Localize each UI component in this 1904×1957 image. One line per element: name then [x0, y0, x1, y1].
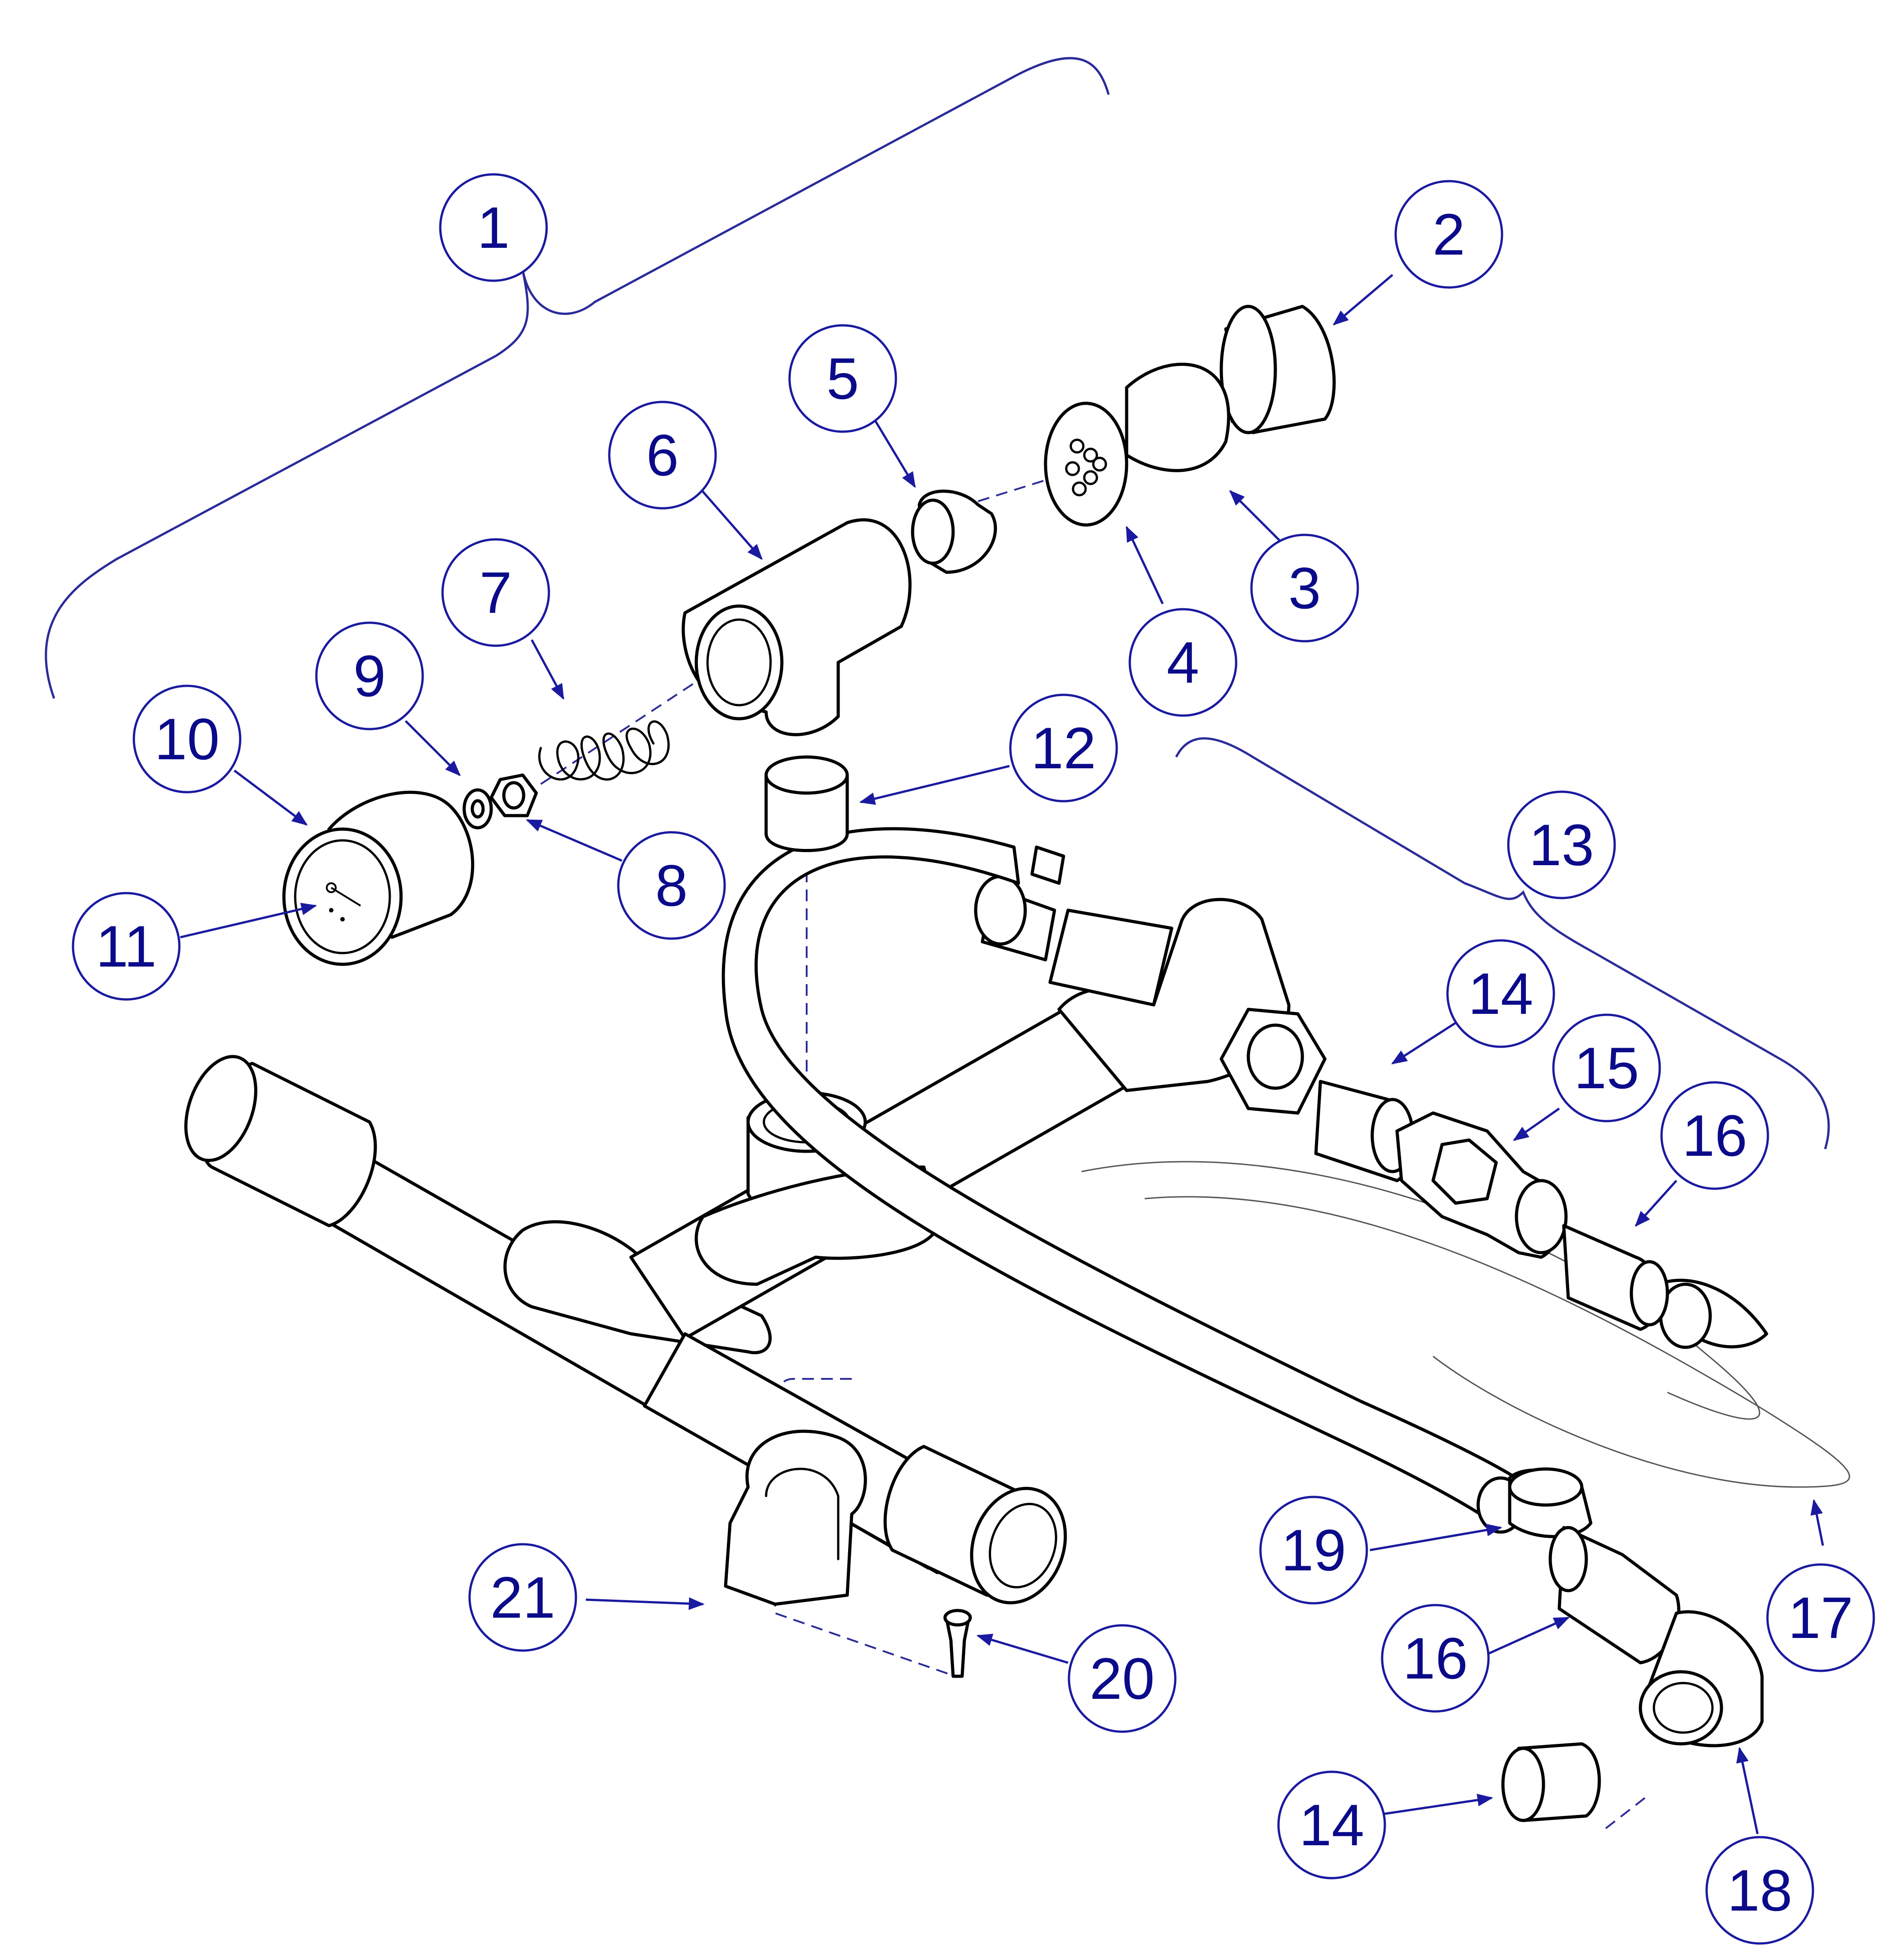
- coil-spring: [538, 720, 670, 781]
- callout-10: 10: [132, 684, 242, 794]
- svg-text:4: 4: [1167, 630, 1199, 695]
- callouts: 1 2 3 4 5 6 7 8 9 10 11 12 13 14 15 16 1…: [72, 173, 1875, 1945]
- assembly-bracket-1: [45, 57, 1110, 699]
- svg-text:12: 12: [1031, 715, 1096, 781]
- svg-text:16: 16: [1682, 1103, 1748, 1168]
- callout-16-lower: 16: [1381, 1604, 1490, 1713]
- svg-text:1: 1: [477, 195, 510, 260]
- callout-20: 20: [1068, 1624, 1177, 1733]
- pipe-clip-group: [724, 1429, 972, 1678]
- pipe-clip: [724, 1429, 867, 1606]
- lower-fitting-group: [1501, 1467, 1764, 1822]
- svg-text:15: 15: [1574, 1035, 1639, 1101]
- right-fitting-group: [1314, 1080, 1669, 1331]
- callout-5: 5: [788, 324, 897, 433]
- svg-text:18: 18: [1727, 1857, 1793, 1923]
- svg-text:9: 9: [353, 643, 386, 709]
- callout-3: 3: [1250, 534, 1359, 643]
- svg-text:5: 5: [826, 346, 859, 411]
- callout-7: 7: [441, 538, 550, 647]
- assembly-bracket-13: [1175, 737, 1830, 1150]
- leader-lines: [180, 274, 1824, 1834]
- callout-12: 12: [1009, 693, 1118, 803]
- svg-text:10: 10: [155, 706, 220, 772]
- svg-text:11: 11: [96, 913, 157, 979]
- svg-text:6: 6: [646, 422, 679, 488]
- svg-text:7: 7: [479, 560, 512, 625]
- svg-text:17: 17: [1788, 1585, 1854, 1651]
- callout-15: 15: [1552, 1013, 1661, 1122]
- pressure-gauge: [282, 827, 403, 966]
- callout-14-lower: 14: [1277, 1770, 1386, 1879]
- svg-text:14: 14: [1299, 1792, 1365, 1858]
- svg-text:21: 21: [490, 1565, 556, 1630]
- callout-8: 8: [617, 831, 726, 940]
- callout-21: 21: [468, 1543, 577, 1652]
- gauge-housing: [327, 790, 475, 939]
- callout-13: 13: [1507, 790, 1616, 899]
- svg-text:3: 3: [1288, 555, 1321, 621]
- svg-text:2: 2: [1433, 201, 1465, 267]
- svg-text:20: 20: [1090, 1646, 1155, 1711]
- valve-assembly: [282, 305, 1336, 966]
- callout-18: 18: [1705, 1836, 1814, 1945]
- callout-14-upper: 14: [1446, 939, 1555, 1048]
- svg-text:19: 19: [1281, 1517, 1347, 1583]
- flex-hose: [721, 827, 1850, 1534]
- dome-cap: [1125, 362, 1230, 472]
- tag-upper: [1030, 845, 1065, 885]
- callout-19: 19: [1259, 1496, 1368, 1605]
- svg-text:16: 16: [1403, 1625, 1468, 1691]
- svg-text:13: 13: [1529, 812, 1594, 878]
- callout-1: 1: [439, 173, 548, 282]
- pipe-nipple-upper: [764, 773, 849, 852]
- svg-text:8: 8: [655, 853, 688, 918]
- filter-disc: [1044, 401, 1128, 527]
- callout-11: 11: [72, 892, 181, 1001]
- callout-17: 17: [1766, 1563, 1875, 1672]
- callout-6: 6: [608, 401, 717, 510]
- callout-4: 4: [1128, 608, 1237, 717]
- callout-16-upper: 16: [1660, 1081, 1769, 1190]
- svg-text:14: 14: [1468, 961, 1534, 1026]
- callout-9: 9: [315, 621, 424, 730]
- callout-2: 2: [1394, 180, 1503, 289]
